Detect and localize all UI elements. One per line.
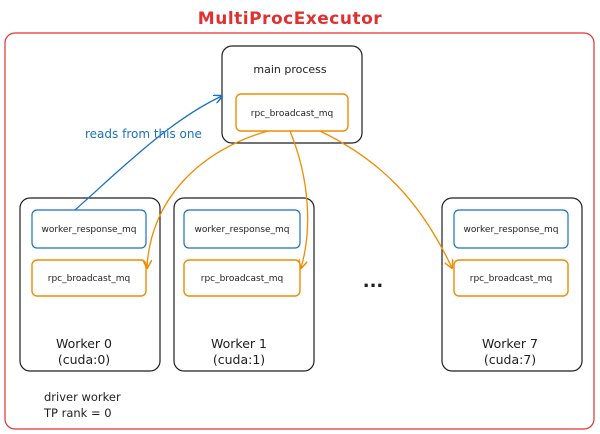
worker-1-box: worker_response_mq rpc_broadcast_mq Work… <box>173 197 315 372</box>
broadcast-arrow-worker-1 <box>289 130 309 268</box>
diagram-title: MultiProcExecutor <box>198 9 382 29</box>
main-process-label: main process <box>253 63 327 76</box>
main-broadcast-queue-label: rpc_broadcast_mq <box>251 109 333 119</box>
broadcast-arrow-worker-7 <box>319 130 452 268</box>
worker-1-name: Worker 1 <box>211 336 267 351</box>
worker-1-response-queue-label: worker_response_mq <box>194 225 289 235</box>
worker-0-broadcast-queue <box>31 259 147 297</box>
worker-0-name: Worker 0 <box>56 336 112 351</box>
ellipsis: ... <box>363 271 384 292</box>
main-process-box: main process rpc_broadcast_mq <box>221 45 363 144</box>
read-arrow <box>74 96 222 211</box>
worker-7-response-queue-label: worker_response_mq <box>463 225 558 235</box>
worker-0-response-queue <box>31 209 147 249</box>
broadcast-arrow-worker-0 <box>147 130 269 268</box>
worker-1-device: (cuda:1) <box>213 352 265 367</box>
worker-1-broadcast-queue <box>183 259 301 297</box>
worker-0-device: (cuda:0) <box>58 352 110 367</box>
driver-note-line2: TP rank = 0 <box>43 406 112 420</box>
worker-1-broadcast-queue-label: rpc_broadcast_mq <box>201 274 283 284</box>
executor-boundary <box>4 32 595 430</box>
worker-1-response-queue <box>183 209 301 249</box>
main-broadcast-queue <box>235 93 349 132</box>
driver-note-line1: driver worker <box>44 390 121 404</box>
worker-7-broadcast-queue <box>453 259 569 297</box>
worker-0-broadcast-queue-label: rpc_broadcast_mq <box>48 274 130 284</box>
worker-0-response-queue-label: worker_response_mq <box>41 225 136 235</box>
worker-7-box: worker_response_mq rpc_broadcast_mq Work… <box>441 197 583 372</box>
worker-7-name: Worker 7 <box>482 336 538 351</box>
worker-7-broadcast-queue-label: rpc_broadcast_mq <box>470 274 552 284</box>
worker-0-box: worker_response_mq rpc_broadcast_mq Work… <box>19 197 161 372</box>
worker-7-device: (cuda:7) <box>484 352 536 367</box>
read-arrow-label: reads from this one <box>85 127 202 141</box>
worker-7-response-queue <box>453 209 569 249</box>
